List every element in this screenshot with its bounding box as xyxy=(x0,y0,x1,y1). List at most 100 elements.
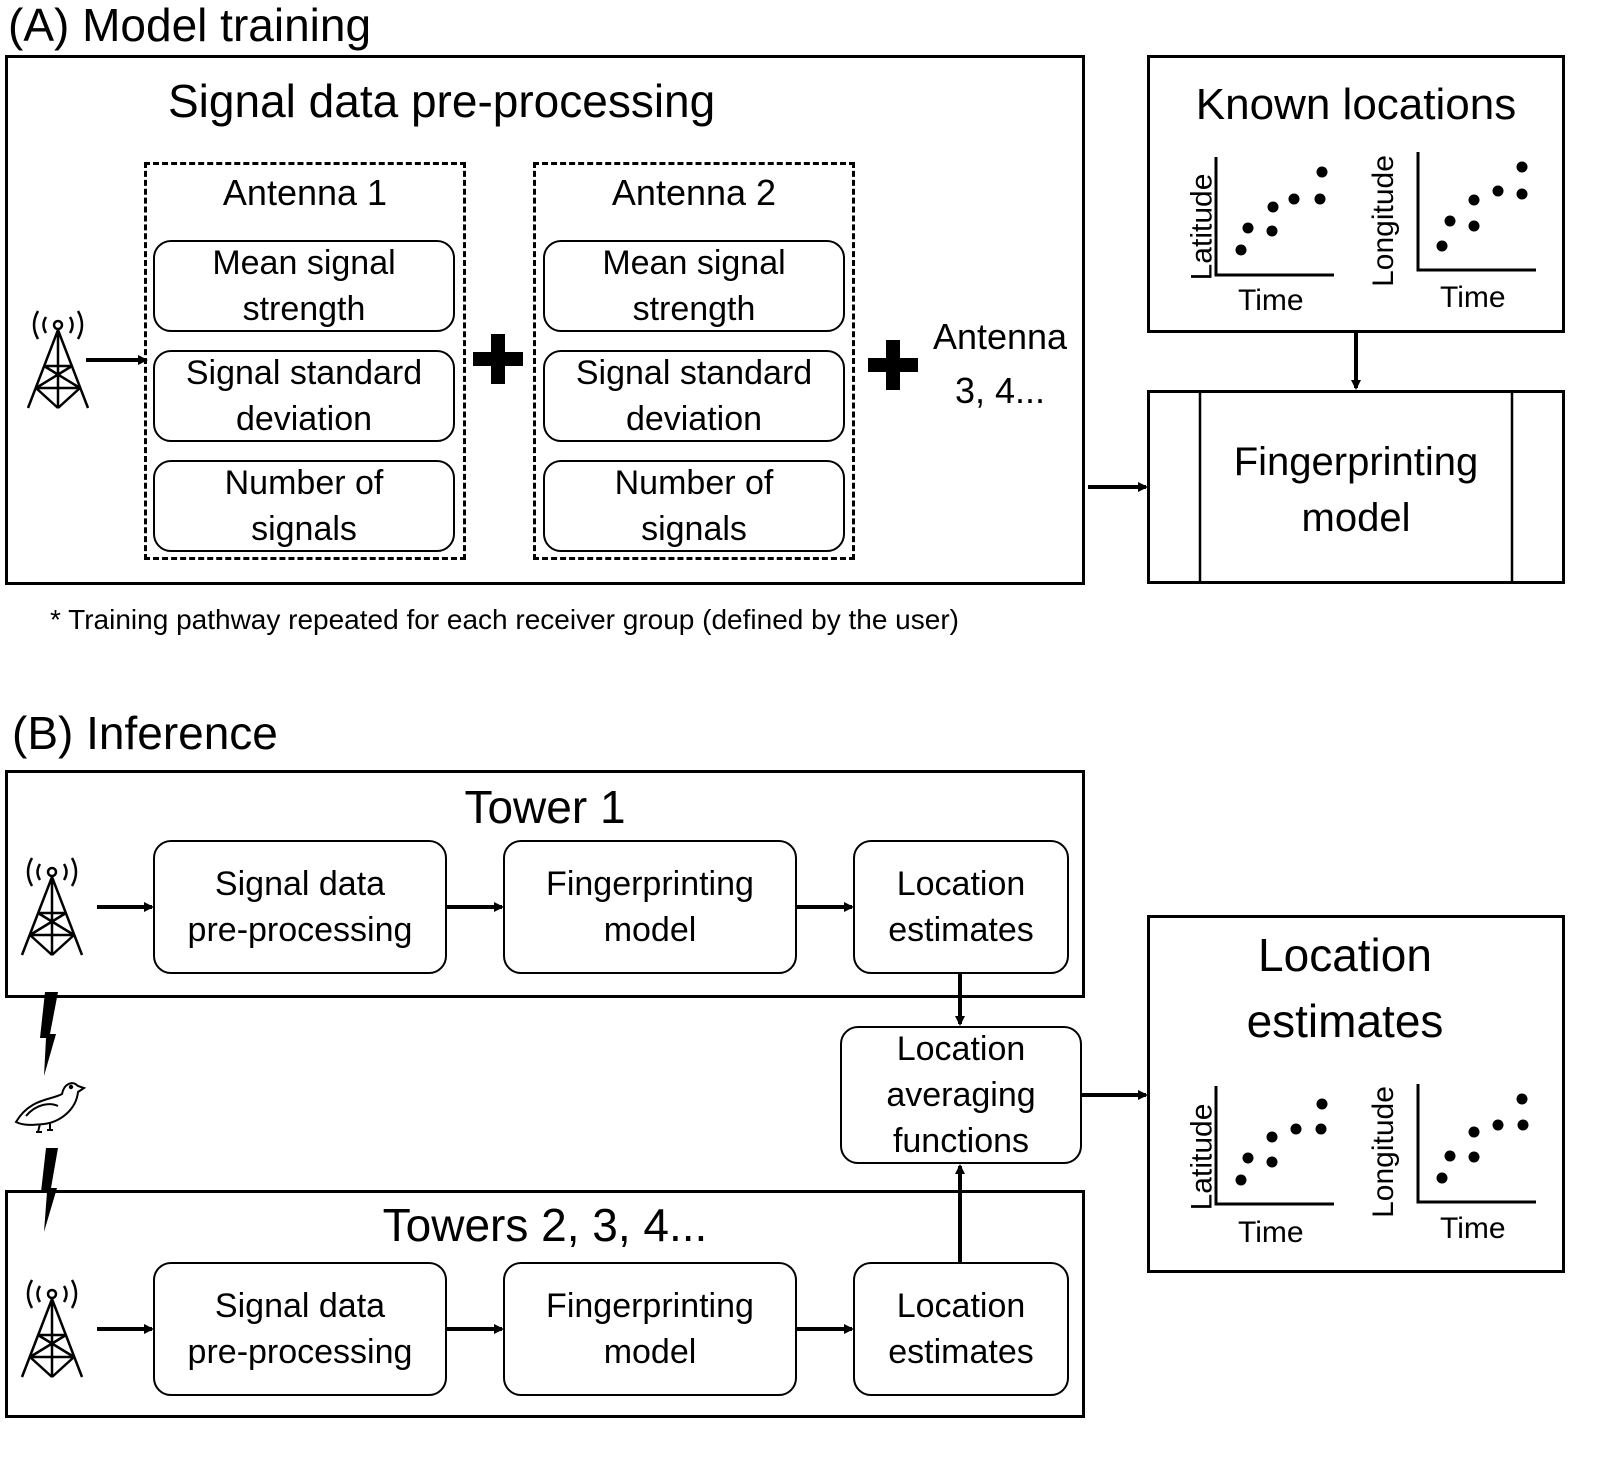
bird-icon xyxy=(14,1082,87,1133)
known-latitude-axis-label: Latitude xyxy=(1185,173,1219,281)
step-line: estimates xyxy=(888,911,1034,949)
towers-more-fingerprinting-model: Fingerprinting model xyxy=(503,1262,797,1396)
known-longitude-plot xyxy=(1416,152,1536,272)
feature-line: Signal standard xyxy=(575,354,813,392)
known-locations-box xyxy=(1147,55,1565,333)
output-latitude-axis-label: Latitude xyxy=(1185,1103,1219,1211)
plot-point xyxy=(1516,1093,1528,1105)
plot-point xyxy=(1235,244,1247,256)
feature-line: Number of xyxy=(614,464,774,502)
plot-axes xyxy=(1416,152,1536,272)
plot-point xyxy=(1266,1156,1278,1168)
step-line: Location xyxy=(896,1287,1026,1325)
plot-point xyxy=(1242,1152,1254,1164)
fingerprinting-model-line-1: Fingerprinting xyxy=(1233,440,1479,484)
more-antennas-line-1: Antenna xyxy=(932,316,1068,357)
output-longitude-axis-label: Longitude xyxy=(1366,1086,1400,1218)
known-longitude-axis-label: Longitude xyxy=(1366,155,1400,287)
antenna-2-label: Antenna 2 xyxy=(611,172,777,213)
panel-a-title: (A) Model training xyxy=(8,0,372,51)
feature-line: deviation xyxy=(625,400,763,438)
step-line: Location xyxy=(896,865,1026,903)
step-line: pre-processing xyxy=(187,1333,413,1371)
known-time-axis-label: Time xyxy=(1238,284,1304,317)
fingerprinting-model-line-2: model xyxy=(1301,496,1411,540)
output-latitude-plot xyxy=(1214,1086,1334,1206)
tower-1-fingerprinting-model: Fingerprinting model xyxy=(503,840,797,974)
antenna-1-number-of-signals: Number of signals xyxy=(153,460,455,552)
antenna-2-number-of-signals: Number of signals xyxy=(543,460,845,552)
antenna-2-signal-std: Signal standard deviation xyxy=(543,350,845,442)
antenna-1-signal-std: Signal standard deviation xyxy=(153,350,455,442)
plus-icon xyxy=(868,340,918,390)
plot-point xyxy=(1516,188,1528,200)
feature-line: Number of xyxy=(224,464,384,502)
plot-point xyxy=(1468,1126,1480,1138)
feature-line: Mean signal xyxy=(602,244,786,282)
plot-point xyxy=(1288,193,1300,205)
step-line: estimates xyxy=(888,1333,1034,1371)
feature-line: Signal standard xyxy=(185,354,423,392)
plot-point xyxy=(1266,225,1278,237)
output-title-line-1: Location xyxy=(1258,929,1432,981)
step-line: Signal data xyxy=(214,865,386,903)
plot-point xyxy=(1436,1172,1448,1184)
plot-point xyxy=(1492,185,1504,197)
footnote: * Training pathway repeated for each rec… xyxy=(50,604,959,635)
plot-point xyxy=(1315,1123,1327,1135)
step-line: averaging xyxy=(886,1076,1036,1114)
preprocessing-title: Signal data pre-processing xyxy=(168,75,716,127)
known-locations-title: Known locations xyxy=(1195,80,1517,129)
tower-1-title: Tower 1 xyxy=(464,781,626,833)
feature-line: signals xyxy=(641,510,747,548)
plot-point xyxy=(1468,220,1480,232)
plot-point xyxy=(1444,215,1456,227)
plot-point xyxy=(1314,193,1326,205)
step-line: pre-processing xyxy=(187,911,413,949)
output-title-line-2: estimates xyxy=(1246,995,1444,1047)
tower-1-location-estimates: Location estimates xyxy=(853,840,1069,974)
antenna-1-label: Antenna 1 xyxy=(222,172,388,213)
panel-b-title: (B) Inference xyxy=(12,707,278,759)
step-line: model xyxy=(603,1333,697,1371)
plot-point xyxy=(1266,1131,1278,1143)
known-time-axis-label: Time xyxy=(1440,281,1506,314)
known-latitude-plot xyxy=(1214,157,1334,277)
plot-point xyxy=(1235,1174,1247,1186)
plot-point xyxy=(1468,194,1480,206)
step-line: model xyxy=(603,911,697,949)
step-line: Signal data xyxy=(214,1287,386,1325)
step-line: Fingerprinting xyxy=(546,1287,754,1325)
tower-1-container xyxy=(5,770,1085,998)
plus-icon xyxy=(473,334,523,384)
feature-line: Mean signal xyxy=(212,244,396,282)
lightning-icon xyxy=(40,992,58,1076)
step-line: functions xyxy=(892,1122,1030,1160)
towers-more-location-estimates: Location estimates xyxy=(853,1262,1069,1396)
plot-point xyxy=(1242,222,1254,234)
feature-line: deviation xyxy=(235,400,373,438)
towers-more-title: Towers 2, 3, 4... xyxy=(382,1199,708,1251)
antenna-2-group xyxy=(533,162,855,560)
plot-point xyxy=(1492,1119,1504,1131)
antenna-2-mean-signal-strength: Mean signal strength xyxy=(543,240,845,332)
plot-axes xyxy=(1214,157,1334,277)
plot-point xyxy=(1316,166,1328,178)
output-time-axis-label: Time xyxy=(1440,1212,1506,1245)
plot-axes xyxy=(1214,1086,1334,1206)
more-antennas-line-2: 3, 4... xyxy=(954,370,1046,411)
feature-line: strength xyxy=(632,290,756,328)
lightning-icon xyxy=(41,1148,58,1232)
output-location-estimates-box xyxy=(1147,915,1565,1273)
output-time-axis-label: Time xyxy=(1238,1216,1304,1249)
plot-point xyxy=(1516,161,1528,173)
plot-point xyxy=(1436,240,1448,252)
towers-more-container xyxy=(5,1190,1085,1418)
step-line: Location xyxy=(896,1030,1026,1068)
plot-point xyxy=(1267,201,1279,213)
plot-point xyxy=(1290,1123,1302,1135)
step-line: Fingerprinting xyxy=(546,865,754,903)
plot-point xyxy=(1444,1150,1456,1162)
output-longitude-plot xyxy=(1416,1084,1536,1204)
radio-tower-icon xyxy=(20,1279,84,1378)
